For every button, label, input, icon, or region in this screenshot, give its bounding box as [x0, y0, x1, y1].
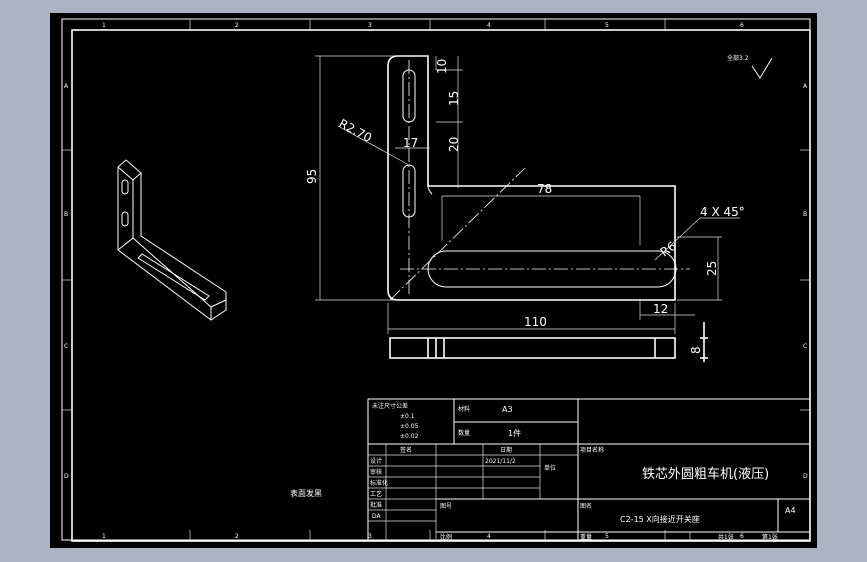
- zone-top-5: 5: [605, 22, 609, 29]
- zone-bottom-6: 6: [740, 533, 744, 540]
- row-design: 设计: [370, 457, 382, 465]
- drawing-name: 铁芯外圆粗车机(液压): [642, 466, 769, 482]
- name-header: 签名: [400, 446, 412, 454]
- material-label: 材料: [458, 405, 470, 413]
- zone-left-c: C: [64, 343, 68, 350]
- dimension-texts: 10 15 17 20 95 R2.70 78 4 X 45° R6 25 12…: [305, 59, 745, 354]
- quantity-label: 数量: [458, 429, 470, 437]
- name-label: 图名: [580, 502, 592, 510]
- zone-left-b: B: [64, 211, 68, 218]
- drawing-sheet: [50, 13, 817, 548]
- dim-25: 25: [705, 261, 719, 276]
- roughness-symbol: [751, 57, 773, 79]
- zone-right-b: B: [803, 211, 807, 218]
- row-da: DA: [372, 513, 382, 520]
- title-block: 未注尺寸公差 ±0.1 ±0.05 ±0.02 材料 A3 数量 1件 签名 日…: [367, 398, 811, 542]
- dim-17: 17: [403, 136, 418, 150]
- date-value: 2021/11/2: [485, 458, 516, 465]
- date-header: 日期: [500, 446, 512, 454]
- sheet-label: 图号: [440, 503, 452, 510]
- sheet-count: 共1张: [718, 533, 734, 541]
- dim-20: 20: [447, 137, 461, 152]
- sheet-no: 第1张: [762, 533, 778, 541]
- dim-110: 110: [524, 315, 547, 329]
- front-view: [387, 55, 690, 301]
- zone-left-d: D: [64, 473, 69, 480]
- tol-note-4: ±0.02: [400, 433, 419, 440]
- zone-bottom-5: 5: [605, 533, 609, 540]
- dim-12: 12: [653, 302, 668, 316]
- tol-note-2: ±0.1: [400, 413, 415, 420]
- dim-78: 78: [537, 182, 552, 196]
- dim-8: 8: [689, 346, 703, 354]
- row-approve: 批准: [370, 501, 382, 509]
- zone-top-6: 6: [740, 22, 744, 29]
- row-process: 工艺: [370, 490, 382, 498]
- material-value: A3: [502, 405, 513, 414]
- zone-top-3: 3: [368, 22, 372, 29]
- row-check: 审核: [370, 468, 382, 476]
- dim-95: 95: [305, 169, 319, 184]
- zone-bottom-3: 3: [368, 533, 372, 540]
- weight-label: 重量: [580, 533, 592, 541]
- zone-top-4: 4: [487, 22, 491, 29]
- isometric-view: [117, 159, 227, 322]
- dim-15: 15: [447, 91, 461, 106]
- zone-bottom-1: 1: [102, 533, 106, 540]
- roughness-note: 全部3.2: [727, 54, 749, 62]
- zone-bottom-4: 4: [487, 533, 491, 540]
- zone-bottom-2: 2: [235, 533, 239, 540]
- surface-note: 表面发黑: [290, 488, 322, 498]
- tol-note-3: ±0.05: [400, 423, 419, 430]
- zone-right-c: C: [803, 343, 807, 350]
- paper-size: A4: [785, 506, 796, 515]
- zone-top-2: 2: [235, 22, 239, 29]
- zone-right-d: D: [803, 473, 808, 480]
- dim-10: 10: [435, 59, 449, 74]
- proj-label: 项目名称: [580, 446, 604, 454]
- row-standard: 标准化: [370, 479, 388, 487]
- quantity-value: 1件: [508, 428, 521, 438]
- part-name: C2-15 X向接近开关座: [620, 514, 700, 524]
- dimension-lines: [315, 55, 740, 334]
- dim-chamfer: 4 X 45°: [700, 205, 745, 219]
- zone-top-1: 1: [102, 22, 106, 29]
- unit-label: 单位: [544, 464, 556, 472]
- bottom-view: [389, 322, 708, 362]
- tol-note-1: 未注尺寸公差: [372, 402, 408, 410]
- zone-right-a: A: [803, 83, 808, 90]
- zone-labels: 1 2 3 4 5 6 1 2 3 4 5 6 A B C D A B C D: [64, 22, 808, 540]
- zone-left-a: A: [64, 83, 69, 90]
- scale-label: 比例: [440, 533, 452, 541]
